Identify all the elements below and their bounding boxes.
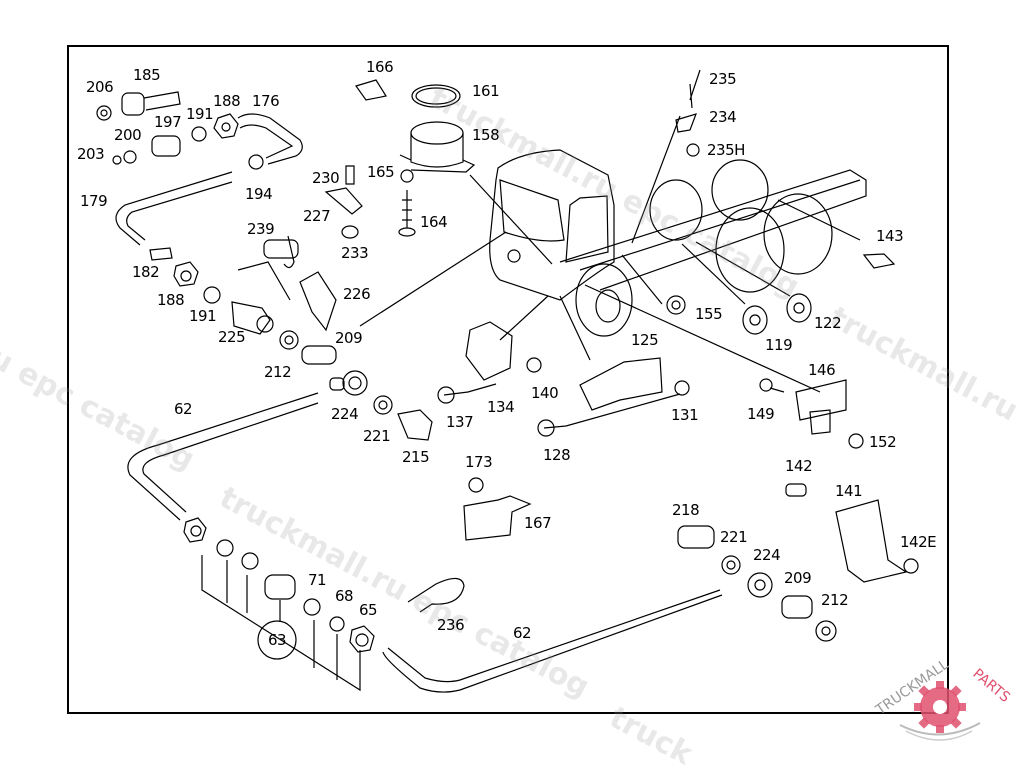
part-label-197: 197 (154, 113, 182, 131)
right-parts (407, 69, 919, 642)
hose-176 (237, 113, 303, 165)
part-label-146: 146 (808, 361, 836, 379)
part-label-221: 221 (363, 427, 391, 445)
part-label-212: 212 (264, 363, 292, 381)
part-label-68: 68 (335, 587, 354, 605)
part-label-185: 185 (133, 66, 161, 84)
part-label-158: 158 (472, 126, 500, 144)
part-label-137: 137 (446, 413, 474, 431)
logo-text-parts: PARTS (969, 666, 1013, 706)
pipe-62-upper-inner (142, 402, 319, 513)
part-label-155: 155 (695, 305, 723, 323)
exploded-parts-drawing (96, 69, 919, 693)
part-label-122: 122 (814, 314, 842, 332)
truckmall-parts-logo: TRUCKMALL PARTS (860, 655, 1024, 750)
bracket-239-226 (237, 235, 337, 332)
pipe-62-lower-inner (387, 589, 721, 683)
diagram-frame (67, 45, 949, 714)
part-label-226: 226 (343, 285, 371, 303)
part-label-239: 239 (247, 220, 275, 238)
part-label-62: 62 (174, 400, 193, 418)
part-label-71: 71 (308, 571, 327, 589)
part-label-224b: 224 (753, 546, 781, 564)
part-label-221b: 221 (720, 528, 748, 546)
part-label-142e: 142E (900, 533, 937, 551)
part-label-194: 194 (245, 185, 273, 203)
hose-179 (115, 171, 233, 246)
pipe-62-upper (127, 392, 319, 521)
part-label-131: 131 (671, 406, 699, 424)
leader-lines (359, 115, 861, 393)
part-label-119: 119 (765, 336, 793, 354)
part-label-230: 230 (312, 169, 340, 187)
fittings-top-left (96, 91, 264, 170)
gear-logo-icon: TRUCKMALL PARTS (872, 656, 1013, 741)
part-label-224: 224 (331, 405, 359, 423)
group-63-callout (257, 620, 297, 660)
group-callout-63: 63 (268, 631, 287, 649)
part-label-164: 164 (420, 213, 448, 231)
fittings-mid-left (149, 247, 433, 441)
part-label-188b: 188 (157, 291, 185, 309)
truck-chassis (559, 159, 867, 337)
part-label-227: 227 (303, 207, 331, 225)
part-label-161: 161 (472, 82, 500, 100)
part-label-142: 142 (785, 457, 813, 475)
part-label-65: 65 (359, 601, 378, 619)
part-label-179: 179 (80, 192, 108, 210)
truck-cab (489, 149, 615, 301)
part-label-235: 235 (709, 70, 737, 88)
part-label-191: 191 (186, 105, 214, 123)
part-label-166: 166 (366, 58, 394, 76)
part-label-209: 209 (335, 329, 363, 347)
part-label-134: 134 (487, 398, 515, 416)
part-label-218: 218 (672, 501, 700, 519)
part-label-167: 167 (524, 514, 552, 532)
part-label-215: 215 (402, 448, 430, 466)
top-center-parts (324, 79, 476, 239)
part-label-149: 149 (747, 405, 775, 423)
part-label-141: 141 (835, 482, 863, 500)
part-label-176: 176 (252, 92, 280, 110)
part-label-191b: 191 (189, 307, 217, 325)
part-label-234: 234 (709, 108, 737, 126)
part-label-173: 173 (465, 453, 493, 471)
fittings-bottom-left (183, 517, 375, 692)
part-label-206: 206 (86, 78, 114, 96)
part-label-203: 203 (77, 145, 105, 163)
part-label-212b: 212 (821, 591, 849, 609)
part-label-236: 236 (437, 616, 465, 634)
part-label-209b: 209 (784, 569, 812, 587)
part-label-200: 200 (114, 126, 142, 144)
part-label-235h: 235H (707, 141, 745, 159)
part-label-182: 182 (132, 263, 160, 281)
hose-179-inner (126, 181, 233, 241)
part-label-128: 128 (543, 446, 571, 464)
part-label-152: 152 (869, 433, 897, 451)
part-label-140: 140 (531, 384, 559, 402)
pipe-62-lower (382, 594, 723, 693)
part-label-125: 125 (631, 331, 659, 349)
part-label-62b: 62 (513, 624, 532, 642)
part-label-188: 188 (213, 92, 241, 110)
part-label-165: 165 (367, 163, 395, 181)
part-label-143: 143 (876, 227, 904, 245)
hose-176-inner (239, 124, 294, 159)
part-label-225: 225 (218, 328, 246, 346)
part-label-233: 233 (341, 244, 369, 262)
